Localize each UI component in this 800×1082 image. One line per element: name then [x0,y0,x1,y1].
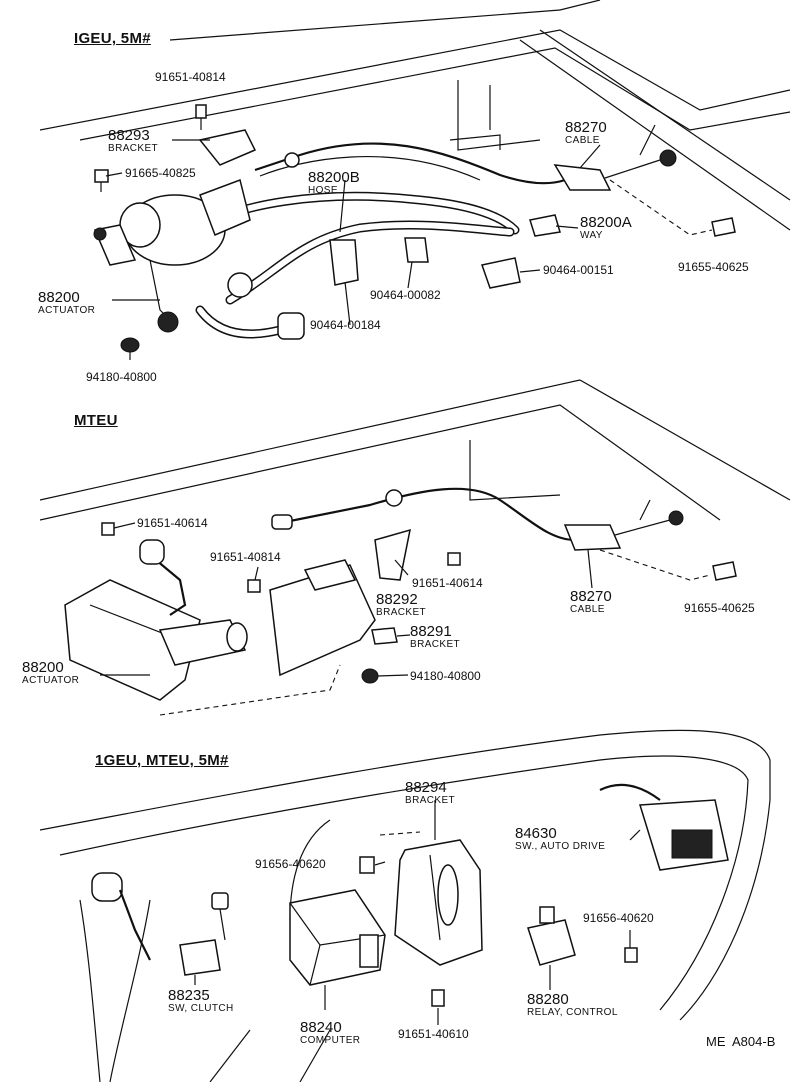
section-3-drawing [39,729,771,1082]
drawing-reference: ME A804-B [706,1034,776,1049]
part-number: 88270 [570,588,612,605]
part-code-91656-40620-b: 91656-40620 [583,911,654,925]
part-number: 88200 [38,289,80,306]
part-number: 88280 [527,991,569,1008]
part-number: 88235 [168,987,210,1004]
part-name: SW, CLUTCH [168,1003,234,1014]
part-name: BRACKET [405,795,456,806]
part-code-90464-00151: 90464-00151 [543,263,614,277]
part-label-88292: 88292 BRACKET [376,592,426,618]
part-label-88235: 88235 SW, CLUTCH [168,988,234,1014]
part-code-90464-00184: 90464-00184 [310,318,381,332]
part-label-88200-s1: 88200 ACTUATOR [38,290,95,316]
part-code-91651-40814: 91651-40814 [155,70,226,84]
part-label-88270-s2: 88270 CABLE [570,589,612,615]
section-1-drawing [39,0,791,360]
part-code-94180-40800-s1: 94180-40800 [86,370,157,384]
part-code-91651-40610: 91651-40610 [398,1027,469,1041]
part-code-90464-00082: 90464-00082 [370,288,441,302]
part-number: 88200 [22,659,64,676]
part-name: HOSE [308,185,338,196]
part-number: 88292 [376,591,418,608]
part-name: RELAY, CONTROL [527,1007,618,1018]
part-name: ACTUATOR [38,305,96,316]
part-name: BRACKET [410,639,461,650]
section-title-1: IGEU, 5M# [74,30,151,47]
part-name: BRACKET [376,607,427,618]
part-label-88293: 88293 BRACKET [108,128,158,154]
part-name: BRACKET [108,143,159,154]
part-name: CABLE [565,135,600,146]
part-number: 88200B [308,169,360,186]
part-number: 84630 [515,825,557,842]
section-title-2: MTEU [74,412,118,429]
part-name: CABLE [570,604,605,615]
part-label-88294: 88294 BRACKET [405,780,455,806]
part-number: 88294 [405,779,447,796]
part-code-91655-40625-s2: 91655-40625 [684,601,755,615]
part-code-91655-40625-s1: 91655-40625 [678,260,749,274]
part-label-88240: 88240 COMPUTER [300,1020,360,1046]
section-2-drawing [39,379,791,716]
part-name: ACTUATOR [22,675,80,686]
part-label-88200-s2: 88200 ACTUATOR [22,660,79,686]
part-number: 88240 [300,1019,342,1036]
part-label-88200b: 88200B HOSE [308,170,360,196]
part-number: 88291 [410,623,452,640]
part-name: WAY [580,230,603,241]
part-name: SW., AUTO DRIVE [515,841,606,852]
part-label-88280: 88280 RELAY, CONTROL [527,992,618,1018]
part-label-84630: 84630 SW., AUTO DRIVE [515,826,605,852]
part-number: 88200A [580,214,632,231]
part-label-88291: 88291 BRACKET [410,624,460,650]
part-label-88270-s1: 88270 CABLE [565,120,607,146]
part-name: COMPUTER [300,1035,361,1046]
section-title-3: 1GEU, MTEU, 5M# [95,752,229,769]
part-code-91656-40620-a: 91656-40620 [255,857,326,871]
part-number: 88293 [108,127,150,144]
part-number: 88270 [565,119,607,136]
part-code-91651-40814-s2: 91651-40814 [210,550,281,564]
part-label-88200a: 88200A WAY [580,215,632,241]
part-code-91651-40614-b: 91651-40614 [412,576,483,590]
part-code-91665-40825: 91665-40825 [125,166,196,180]
part-code-94180-40800-s2: 94180-40800 [410,669,481,683]
part-code-91651-40614-a: 91651-40614 [137,516,208,530]
